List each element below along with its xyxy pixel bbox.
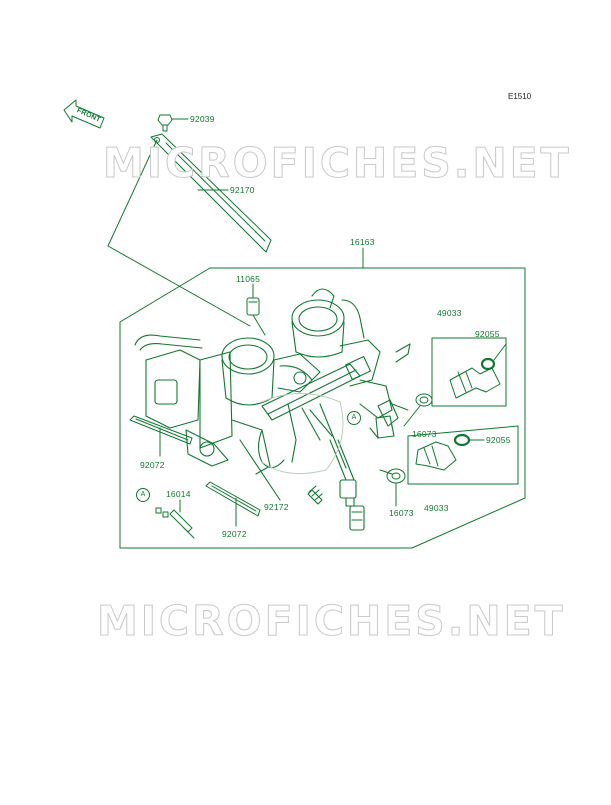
part-label-49033-bottom: 49033 xyxy=(424,503,449,513)
diagram-code: E1510 xyxy=(508,92,532,101)
bolt-92039 xyxy=(157,114,189,132)
front-arrow-icon xyxy=(63,99,105,129)
part-label-92170: 92170 xyxy=(230,185,255,195)
injector-top xyxy=(391,337,507,427)
part-label-92039: 92039 xyxy=(190,114,215,124)
part-label-92055-top: 92055 xyxy=(475,329,500,339)
watermark-top: MICROFICHES.NET xyxy=(103,139,572,187)
injector-bottom xyxy=(379,425,519,507)
strap-hole xyxy=(154,137,160,143)
part-label-16163: 16163 xyxy=(350,237,375,247)
kit-16014 xyxy=(155,499,195,539)
ref-marker-a-kit: A xyxy=(136,488,150,502)
part-label-92055-mid: 92055 xyxy=(486,435,511,445)
watermark-bottom: MICROFICHES.NET xyxy=(97,597,566,645)
part-label-16073-top: 16073 xyxy=(412,429,437,439)
cable-tie-left xyxy=(129,415,193,457)
part-label-11065: 11065 xyxy=(236,274,261,284)
ref-marker-a-body: A xyxy=(347,411,361,425)
part-label-92072-left: 92072 xyxy=(140,460,165,470)
strap-92170 xyxy=(150,133,272,253)
part-11065 xyxy=(246,283,266,336)
part-label-92072-bottom: 92072 xyxy=(222,529,247,539)
part-label-92172: 92172 xyxy=(264,502,289,512)
assembly-frame xyxy=(119,267,526,549)
part-label-16014: 16014 xyxy=(166,489,191,499)
part-label-49033-top: 49033 xyxy=(437,308,462,318)
brand-watermark-logo xyxy=(261,393,344,475)
part-label-16073-bottom: 16073 xyxy=(389,508,414,518)
cable-tie-bottom xyxy=(205,481,261,527)
